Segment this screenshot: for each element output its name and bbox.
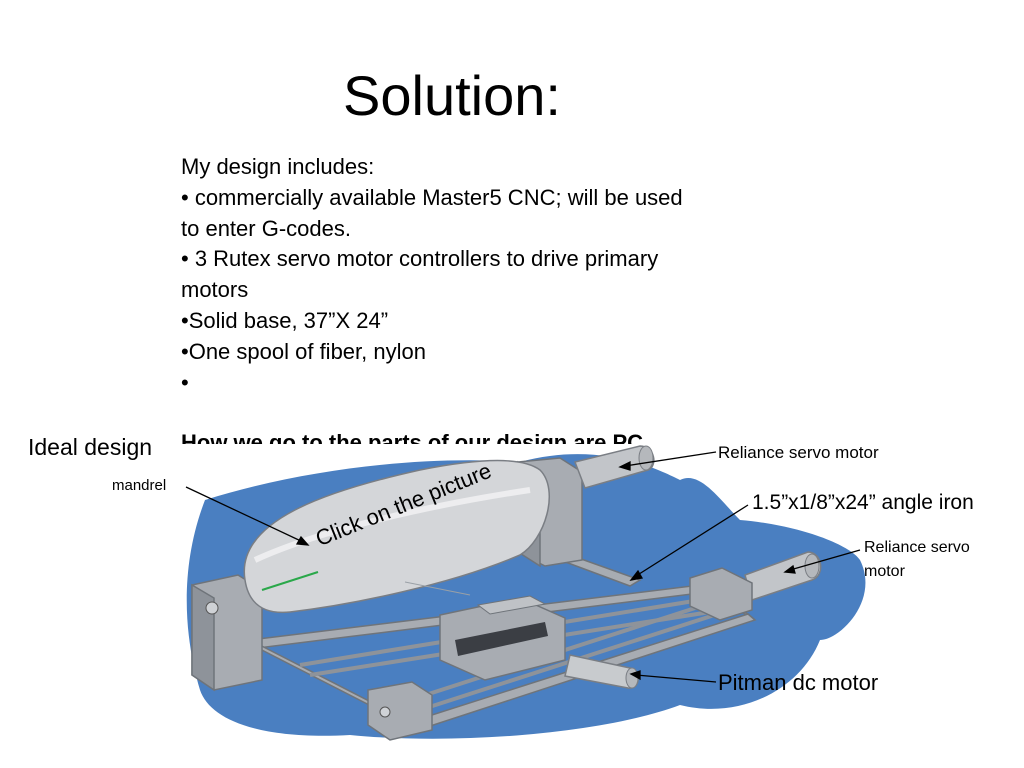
servo-motor-right: [689, 551, 822, 621]
list-item: • 3 Rutex servo motor controllers to dri…: [181, 246, 659, 272]
carriage-assembly: [439, 595, 566, 681]
design-list: My design includes: • commercially avail…: [181, 152, 781, 398]
leader-lines: [185, 451, 861, 683]
list-item: • commercially available Master5 CNC; wi…: [181, 184, 683, 210]
list-item: •Solid base, 37”X 24”: [181, 307, 389, 333]
servo-motor-top: [573, 445, 655, 489]
list-item: •: [181, 369, 189, 395]
reliance-servo-label-top: Reliance servo motor: [718, 443, 879, 462]
list-item: •One spool of fiber, nylon: [181, 338, 426, 364]
pitman-motor-label: Pitman dc motor: [718, 670, 879, 695]
reliance-servo-label-right: Reliance servo motor: [864, 539, 970, 580]
mandrel: [243, 459, 550, 614]
angle-iron-label: 1.5”x1/8”x24” angle iron: [752, 491, 974, 514]
mandrel-label: mandrel: [112, 477, 167, 494]
design-intro: My design includes:: [181, 154, 375, 179]
cut-off-line: How we go to the parts of our design are…: [181, 430, 644, 444]
front-support-block: [367, 681, 433, 741]
slide-title: Solution:: [343, 64, 561, 127]
ideal-design-label: Ideal design: [28, 434, 153, 460]
list-item: motors: [181, 277, 249, 303]
list-item: to enter G-codes.: [181, 215, 351, 241]
left-support-block: [191, 574, 263, 692]
